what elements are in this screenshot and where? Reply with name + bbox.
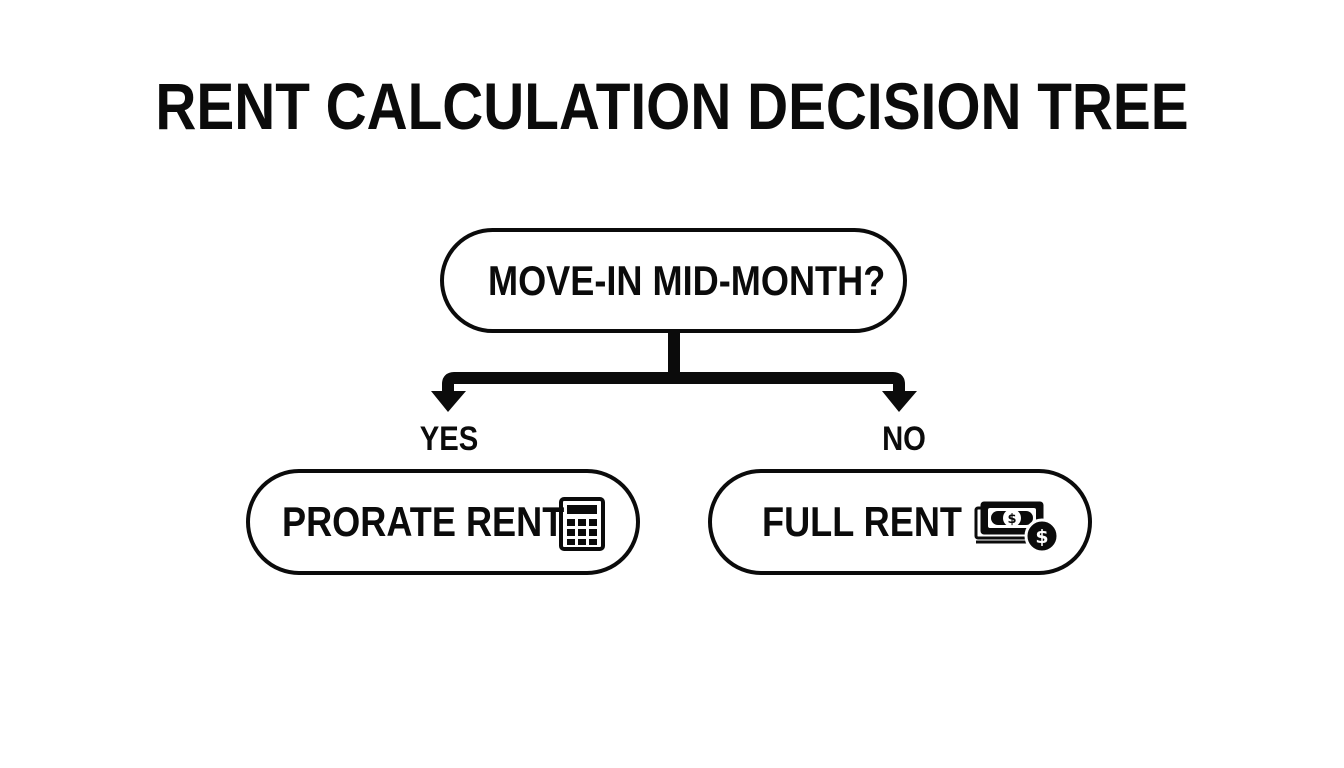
arrowhead-yes <box>431 391 466 412</box>
branch-line-no <box>674 372 905 392</box>
edge-label-no: NO <box>882 420 926 458</box>
svg-text:$: $ <box>1007 512 1016 527</box>
branch-line-yes <box>442 372 674 392</box>
calculator-icon <box>559 497 605 551</box>
diagram-title: RENT CALCULATION DECISION TREE <box>155 69 1189 143</box>
outcome-label-prorate: PRORATE RENT <box>282 498 565 545</box>
svg-text:$: $ <box>1035 526 1048 548</box>
arrowhead-no <box>882 391 917 412</box>
money-icon: $ $ <box>974 501 1060 554</box>
decision-node-label: MOVE-IN MID-MONTH? <box>488 256 886 304</box>
edge-label-yes: YES <box>419 420 479 458</box>
decision-node: MOVE-IN MID-MONTH? <box>440 228 907 333</box>
outcome-label-full: FULL RENT <box>762 498 962 545</box>
